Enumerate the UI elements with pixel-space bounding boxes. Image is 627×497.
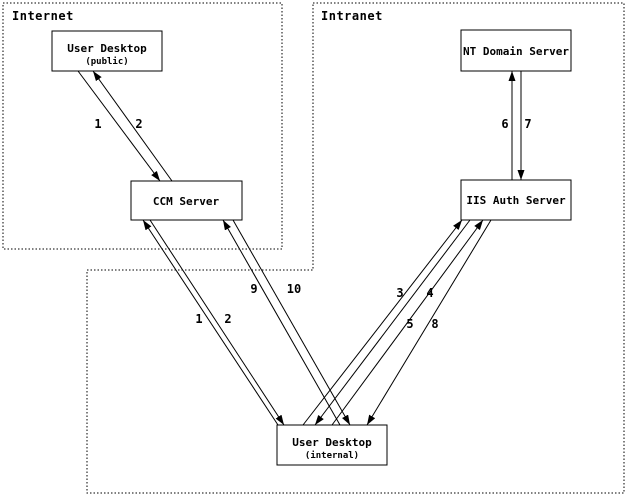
edge-label-1-public: 1 [94, 117, 101, 131]
edge-9-internal-desktop-to-ccm [222, 219, 341, 426]
edge-label-6: 6 [501, 117, 508, 131]
node-nt-domain-server-label: NT Domain Server [463, 45, 569, 58]
node-ccm-server-box [130, 180, 243, 221]
node-user-desktop-internal: User Desktop (internal) [276, 424, 388, 466]
edge-label-4: 4 [426, 286, 433, 300]
edge-label-2-public: 2 [135, 117, 142, 131]
zone-intranet-label: Intranet [321, 9, 383, 23]
node-nt-domain-server-box [460, 29, 572, 72]
edge-10-ccm-to-internal-desktop [232, 219, 351, 426]
edge-1-public-desktop-to-ccm [77, 70, 161, 182]
edge-2-ccm-to-internal-desktop [149, 219, 285, 426]
node-iis-auth-server-box [460, 179, 572, 221]
edge-1-internal-desktop-to-ccm [142, 219, 279, 426]
edge-label-9: 9 [250, 282, 257, 296]
node-iis-auth-server: IIS Auth Server [460, 179, 572, 221]
edge-label-10: 10 [287, 282, 301, 296]
edge-label-3: 3 [396, 286, 403, 300]
node-ccm-server-label: CCM Server [153, 195, 220, 208]
edge-8-iis-to-internal-desktop [366, 219, 492, 426]
edge-label-1-internal: 1 [195, 312, 202, 326]
node-user-desktop-internal-label: User Desktop [292, 436, 372, 449]
node-user-desktop-public: User Desktop (public) [51, 30, 163, 72]
node-user-desktop-internal-box [276, 424, 388, 466]
node-ccm-server: CCM Server [130, 180, 243, 221]
edge-label-2-internal: 2 [224, 312, 231, 326]
node-user-desktop-public-sublabel: (public) [85, 56, 128, 67]
edge-2-ccm-to-public-desktop [92, 70, 173, 182]
node-user-desktop-public-label: User Desktop [67, 42, 147, 55]
edge-label-5: 5 [406, 317, 413, 331]
node-user-desktop-public-box [51, 30, 163, 72]
edge-4-iis-to-internal-desktop [314, 219, 471, 426]
edge-3-internal-desktop-to-iis [302, 219, 463, 426]
zone-intranet-border [86, 2, 625, 494]
node-user-desktop-internal-sublabel: (internal) [305, 450, 359, 461]
edge-label-8: 8 [431, 317, 438, 331]
edge-label-7: 7 [524, 117, 531, 131]
zone-internet-label: Internet [12, 9, 74, 23]
node-iis-auth-server-label: IIS Auth Server [466, 194, 566, 207]
edge-5-internal-desktop-to-iis [331, 219, 484, 426]
node-nt-domain-server: NT Domain Server [460, 29, 572, 72]
